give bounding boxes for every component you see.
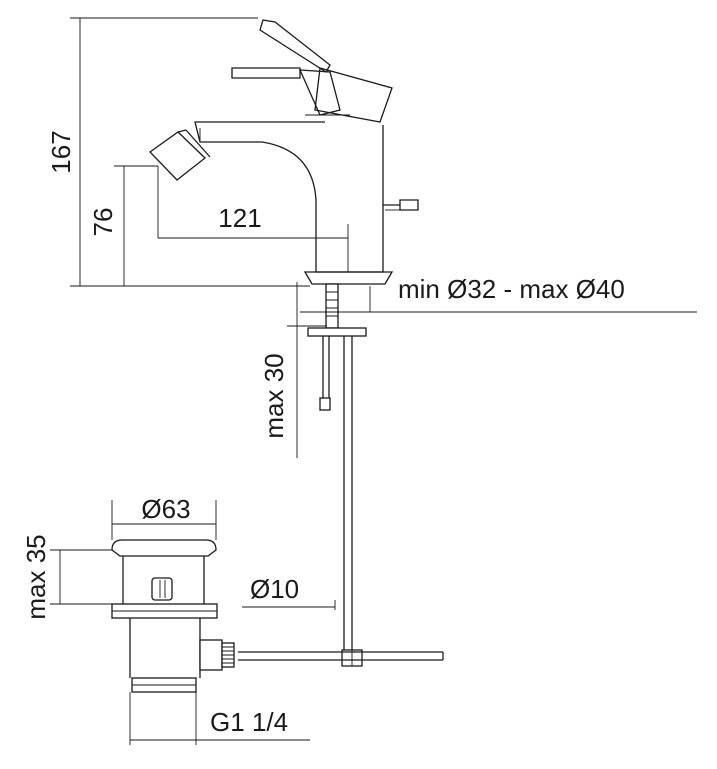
dim-total-height: 167 (46, 130, 76, 173)
mixer-lever (231, 19, 393, 123)
dim-spout-reach: 121 (218, 203, 261, 233)
mixer-body (194, 121, 419, 285)
mounting-assembly (238, 283, 444, 667)
pop-up-waste (111, 539, 235, 693)
dim-hole-diameter: min Ø32 - max Ø40 (398, 274, 625, 304)
dim-rod-diameter: Ø10 (250, 574, 299, 604)
dim-deck-thickness: max 30 (259, 353, 289, 438)
dimension-lines (50, 17, 697, 745)
dim-waste-height: max 35 (21, 534, 51, 619)
dim-waste-diameter: Ø63 (141, 494, 190, 524)
dim-thread-size: G1 1/4 (210, 707, 288, 737)
dim-spout-height: 76 (88, 208, 118, 237)
spray-nozzle (149, 129, 211, 181)
